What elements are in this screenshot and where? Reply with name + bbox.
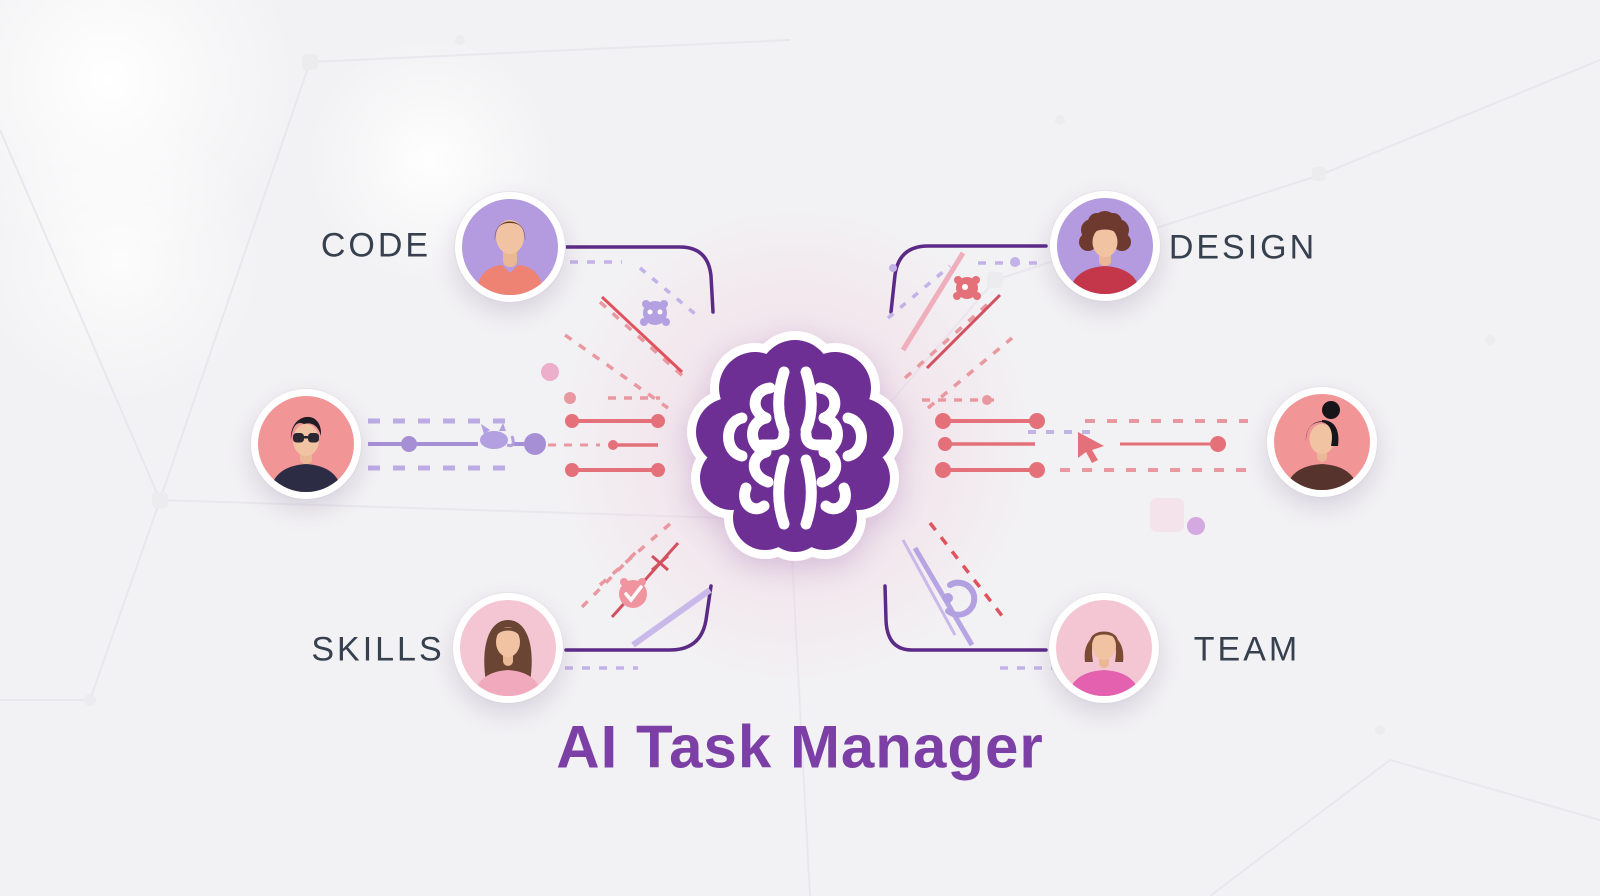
person-team [1056,600,1152,696]
compass-icon [943,579,978,618]
brain-icon [678,326,912,570]
node-skills-avatar [453,593,563,703]
cat-icon [480,423,515,449]
person-design [1057,198,1153,294]
node-team-avatar [1049,593,1159,703]
right-red-circuit [922,395,1248,478]
cursor-arrow-icon [1078,432,1104,463]
person-left-member [258,396,354,492]
page-title: AI Task Manager [556,713,1044,781]
node-code-avatar [455,192,565,302]
left-red-circuit [548,392,665,477]
robot-icon [640,300,670,326]
label-code: CODE [320,226,432,265]
label-team: TEAM [1193,630,1301,669]
label-skills: SKILLS [311,630,445,669]
person-right-member [1274,394,1370,490]
node-right-member-avatar [1267,387,1377,497]
alarm-clock-icon [619,578,647,608]
pixel-creature-icon [953,276,981,300]
person-skills [460,600,556,696]
label-design: DESIGN [1168,228,1318,267]
person-code [462,199,558,295]
node-left-member-avatar [251,389,361,499]
radiating-dashes [563,260,1072,670]
node-design-avatar [1050,191,1160,301]
decorative-dots [541,257,1205,535]
elbow-connectors [564,244,1048,652]
left-circuit [368,418,546,471]
